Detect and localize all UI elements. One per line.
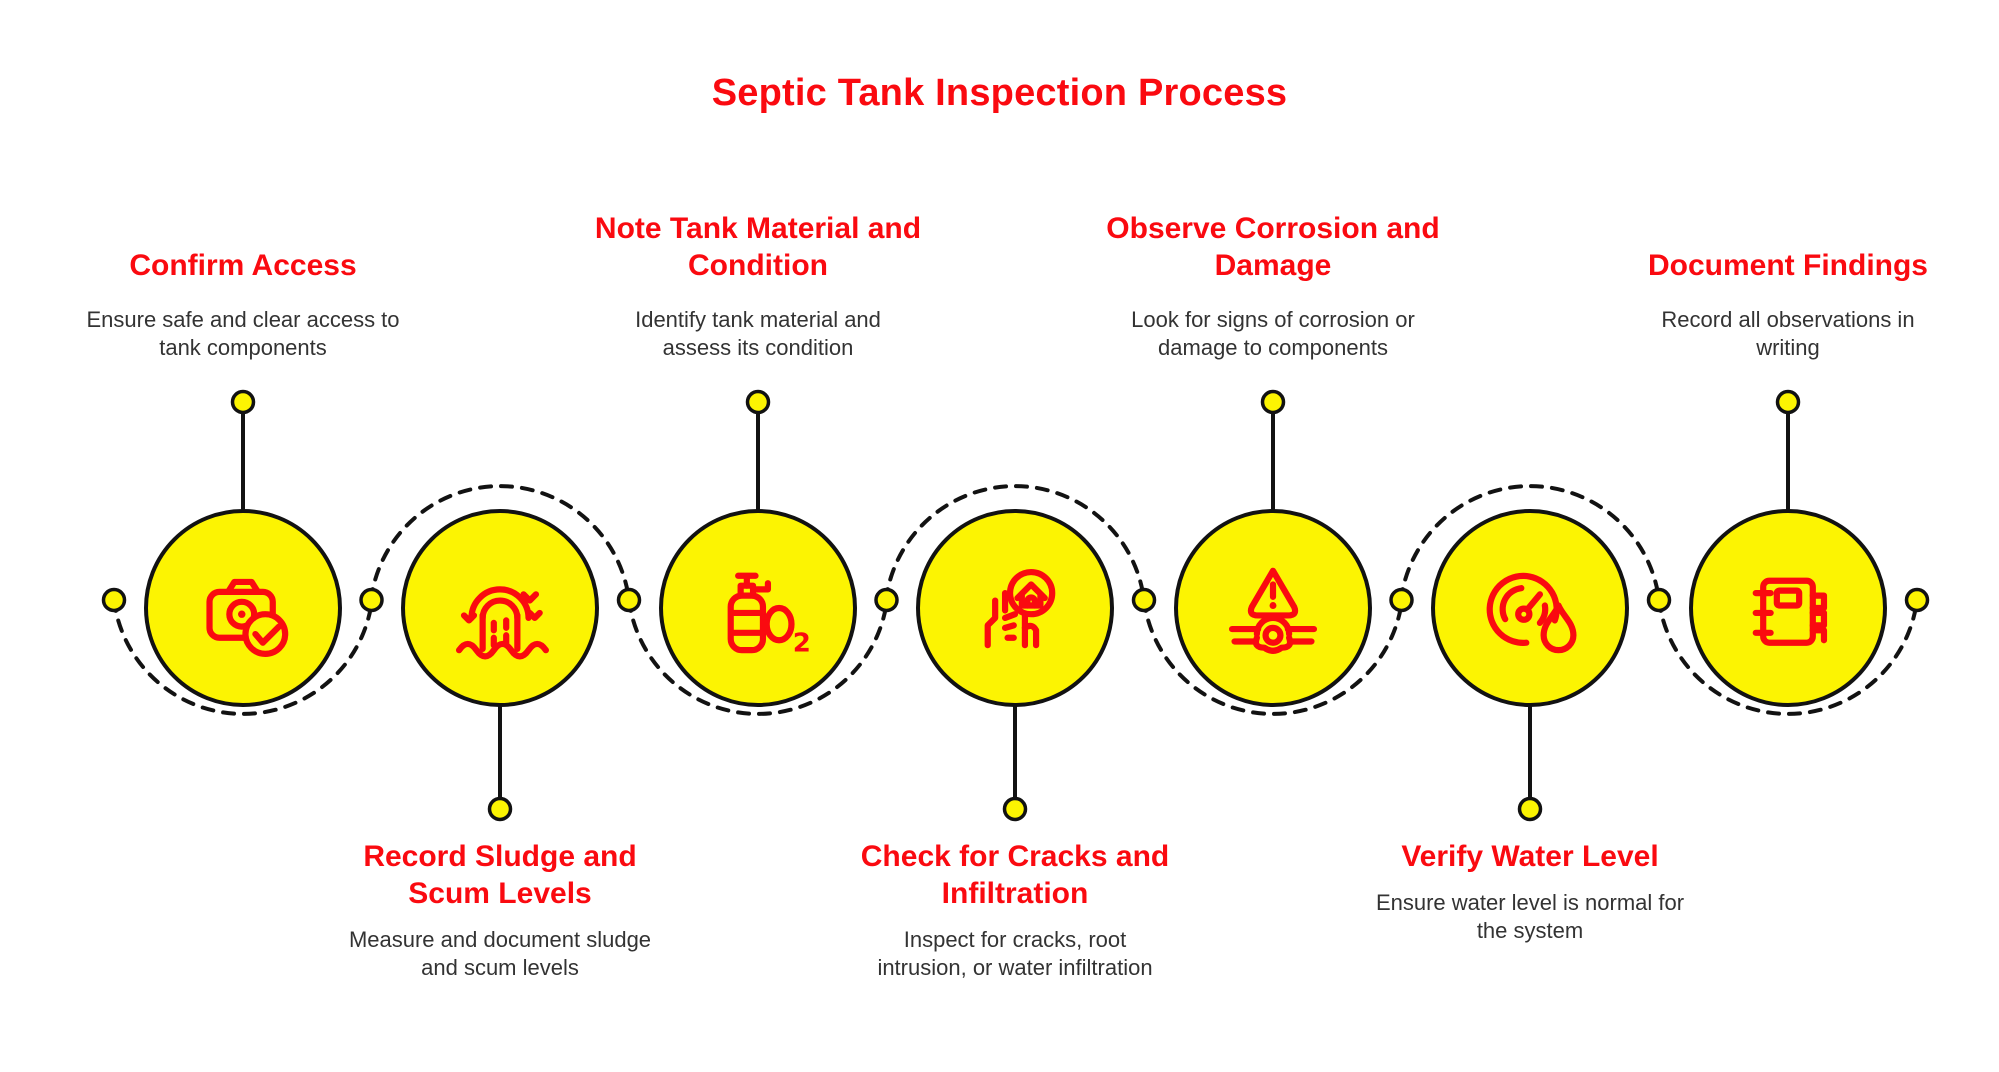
step-description: Identify tank material and assess its co… [635, 307, 881, 360]
timeline-dot [359, 587, 384, 613]
label-dot [230, 389, 256, 415]
step-title: Note Tank Material and Condition [594, 212, 922, 282]
step-circle [1689, 509, 1887, 707]
label-dot [1260, 389, 1286, 415]
step-description: Ensure water level is normal for the sys… [1375, 890, 1685, 943]
step-title: Record Sludge and Scum Levels [363, 840, 637, 910]
label-dot [745, 389, 771, 415]
water-level-gauge-icon [1468, 546, 1592, 670]
label-dot [487, 796, 513, 822]
step-description: Ensure safe and clear access to tank com… [86, 307, 400, 360]
step-circle [916, 509, 1114, 707]
timeline-dot [1389, 587, 1414, 613]
timeline-dot [1131, 587, 1157, 613]
step-title: Observe Corrosion and Damage [1106, 212, 1440, 282]
wall-crack-house-icon [953, 546, 1077, 670]
label-dot [1002, 796, 1028, 822]
dashed-arc [1657, 598, 1919, 716]
step-circle [144, 509, 342, 707]
timeline-dot [616, 587, 642, 613]
camera-check-icon [181, 546, 305, 670]
step-description: Inspect for cracks, root intrusion, or w… [877, 927, 1153, 980]
dashed-arc [884, 484, 1146, 602]
timeline-dot [101, 587, 127, 613]
step-description: Look for signs of corrosion or damage to… [1131, 307, 1415, 360]
page-title: Septic Tank Inspection Process [711, 72, 1288, 114]
step-title: Check for Cracks and Infiltration [860, 840, 1170, 910]
dashed-arc [369, 484, 631, 602]
dashed-arc [1142, 598, 1404, 716]
dashed-arc [112, 598, 374, 716]
step-title: Document Findings [1648, 249, 1928, 282]
dashed-arc [1399, 484, 1661, 602]
label-dot [1775, 389, 1801, 415]
timeline-dot [1646, 587, 1672, 613]
corrosion-warning-icon [1211, 546, 1335, 670]
step-title: Verify Water Level [1401, 840, 1659, 873]
notebook-icon [1726, 546, 1850, 670]
timeline-dot [874, 587, 899, 613]
step-circle [1174, 509, 1372, 707]
oxygen-subscript: 2 [793, 628, 811, 658]
timeline-dot [1904, 587, 1930, 613]
step-circle [1431, 509, 1629, 707]
oxygen-tank-icon: 2 [696, 546, 820, 670]
label-dot [1517, 796, 1543, 822]
step-description: Record all observations in writing [1661, 307, 1915, 360]
sludge-waterfall-icon [438, 546, 562, 670]
step-title: Confirm Access [129, 249, 357, 282]
step-description: Measure and document sludge and scum lev… [348, 927, 652, 980]
dashed-arc [627, 598, 889, 716]
step-circle: 2 [659, 509, 857, 707]
step-circle [401, 509, 599, 707]
